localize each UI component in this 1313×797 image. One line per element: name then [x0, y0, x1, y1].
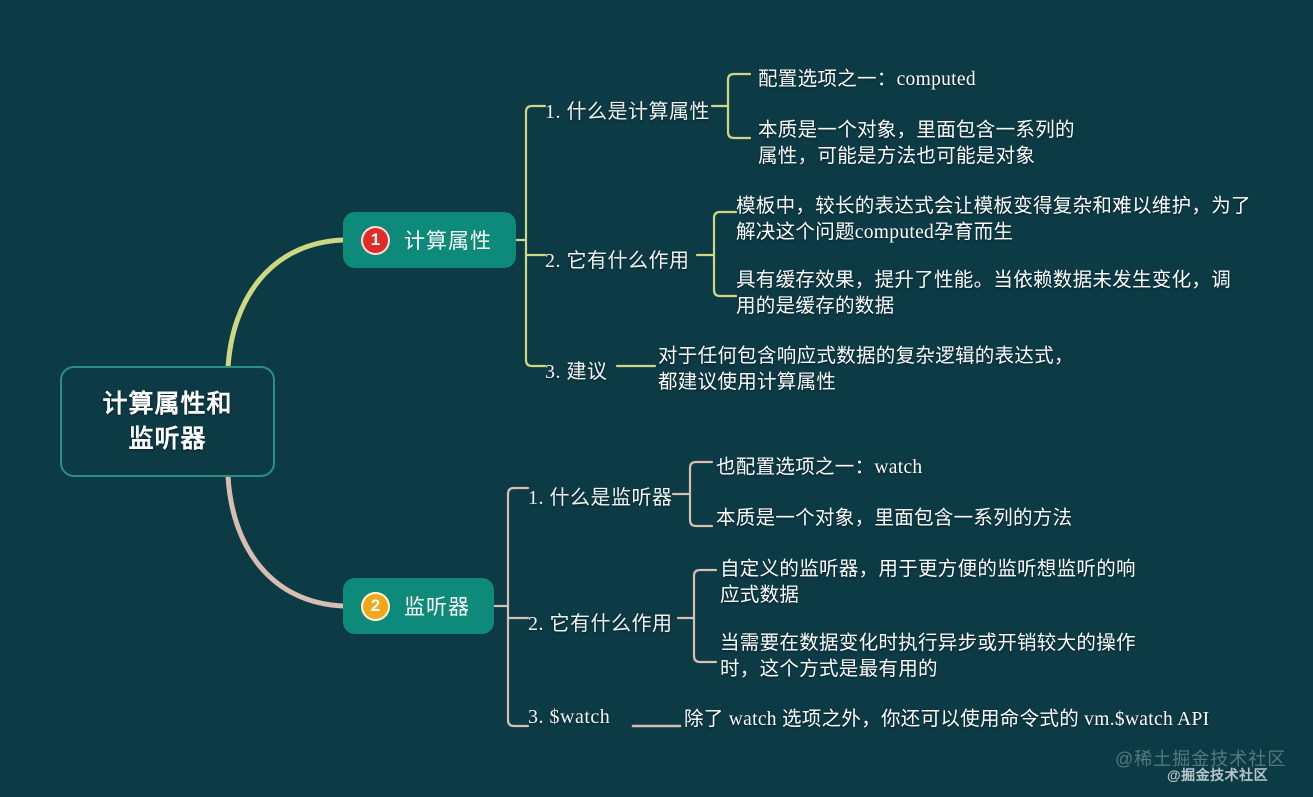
branch-node-computed[interactable]: 1 计算属性	[343, 212, 516, 268]
branch-2-topic-1-leaf-links	[671, 460, 714, 528]
leaf-watcher-custom[interactable]: 自定义的监听器，用于更方便的监听想监听的响 应式数据	[720, 559, 1136, 606]
topic-computed-purpose[interactable]: 2. 它有什么作用	[545, 250, 690, 272]
circled-number-one-icon: 1	[361, 225, 390, 255]
branch-node-computed-label: 计算属性	[404, 230, 492, 253]
topic-computed-advice[interactable]: 3. 建议	[545, 361, 608, 383]
leaf-dollar-watch-api[interactable]: 除了 watch 选项之外，你还可以使用命令式的 vm.$watch API	[684, 709, 1210, 730]
link-root-to-branch-1	[225, 237, 346, 371]
leaf-computed-option[interactable]: 配置选项之一：computed	[758, 69, 976, 90]
topic-what-is-watcher[interactable]: 1. 什么是监听器	[528, 487, 673, 509]
leaf-watcher-essence[interactable]: 本质是一个对象，里面包含一系列的方法	[716, 508, 1073, 529]
leaf-watch-option[interactable]: 也配置选项之一：watch	[716, 457, 923, 478]
branch-1-topic-1-leaf-links	[710, 72, 752, 140]
leaf-watcher-async[interactable]: 当需要在数据变化时执行异步或开销较大的操作 时，这个方式是最有用的	[720, 633, 1136, 680]
topic-dollar-watch[interactable]: 3. $watch	[528, 706, 611, 728]
root-node[interactable]: 计算属性和 监听器	[60, 366, 275, 477]
branch-1-topic-links	[514, 104, 547, 368]
branch-node-watcher[interactable]: 2 监听器	[343, 578, 494, 634]
branch-2-topic-links	[492, 486, 530, 728]
link-root-to-branch-2	[225, 473, 346, 609]
watermark-juejin-light: @稀土掘金技术社区	[1115, 749, 1287, 769]
root-node-label: 计算属性和 监听器	[102, 389, 233, 453]
topic-watcher-purpose[interactable]: 2. 它有什么作用	[528, 613, 673, 635]
branch-node-watcher-label: 监听器	[404, 596, 470, 619]
watermark-juejin-bold: @掘金技术社区	[1167, 767, 1269, 783]
leaf-computed-template-complexity[interactable]: 模板中，较长的表达式会让模板变得复杂和难以维护，为了 解决这个问题compute…	[736, 196, 1251, 243]
topic-what-is-computed[interactable]: 1. 什么是计算属性	[545, 101, 710, 123]
branch-1-topic-2-leaf-links	[695, 210, 738, 298]
leaf-computed-advice-detail[interactable]: 对于任何包含响应式数据的复杂逻辑的表达式， 都建议使用计算属性	[658, 346, 1074, 393]
branch-2-topic-2-leaf-links	[676, 568, 718, 664]
leaf-computed-cache[interactable]: 具有缓存效果，提升了性能。当依赖数据未发生变化，调 用的是缓存的数据	[736, 270, 1232, 317]
circled-number-two-icon: 2	[361, 591, 390, 621]
leaf-computed-essence[interactable]: 本质是一个对象，里面包含一系列的 属性，可能是方法也可能是对象	[758, 120, 1075, 167]
